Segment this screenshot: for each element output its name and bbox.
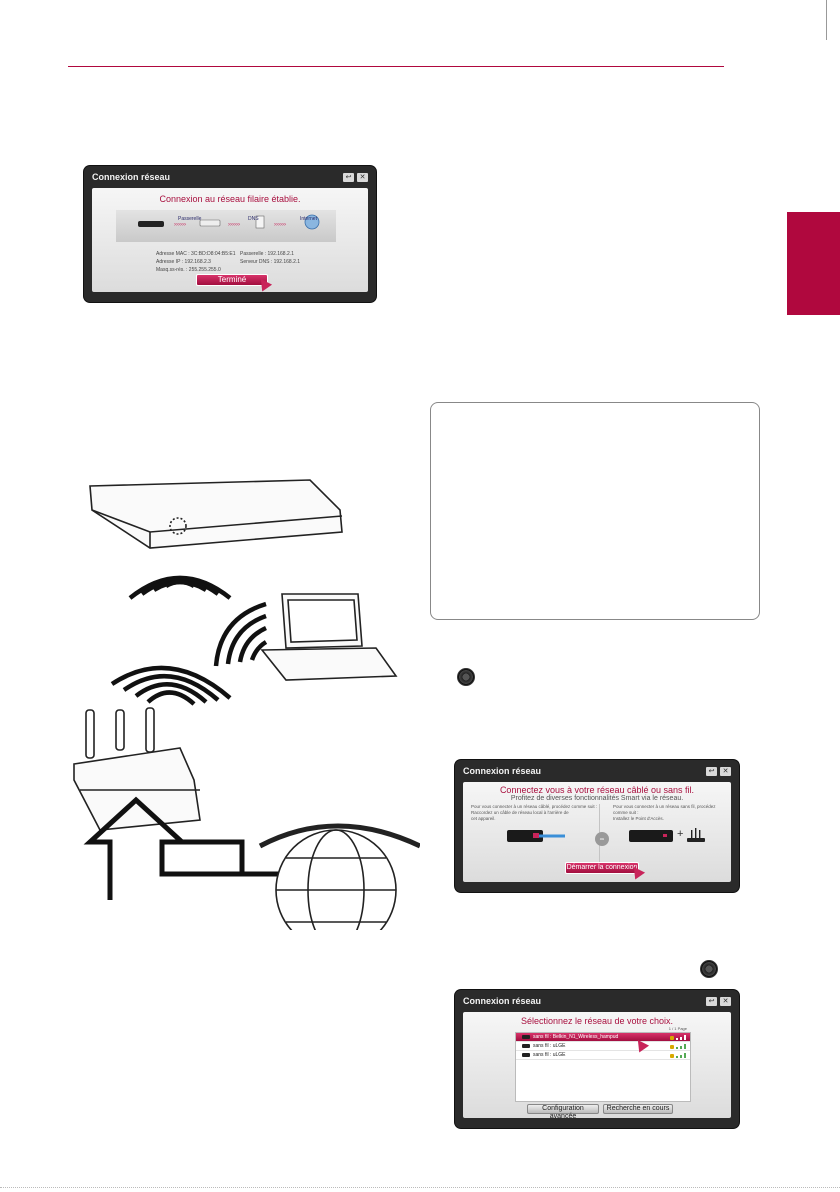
signal-bar [680,1036,682,1040]
network-row[interactable]: sans fil : uLGE [516,1051,690,1060]
wifi-waves-player [128,575,232,600]
signal-bar [684,1052,686,1058]
back-icon[interactable]: ↩ [706,766,717,776]
dialog-title: Connexion réseau [463,996,542,1006]
wired-instructions: Pour vous connecter à un réseau câblé, p… [471,804,597,822]
info-dns: Serveur DNS : 192.168.2.1 [240,259,301,265]
globe-icon [258,823,420,930]
player-power-icon [169,517,187,535]
dialog-title: Connexion réseau [92,172,171,182]
network-path-diagram: ›››››› ›››››› ›››››› [138,214,320,230]
dialog-body: Connexion au réseau filaire établie. ›››… [92,188,368,292]
lock-icon [670,1035,674,1040]
dns-device-icon [255,215,265,229]
wireless-player-ap-icon [629,828,705,842]
info-mac: Adresse MAC : 3C:BD:D8:04:B5:E1 [156,251,236,257]
dialog-heading: Connectez vous à votre réseau câblé ou s… [499,785,695,795]
back-icon[interactable]: ↩ [706,996,717,1006]
router-icon [73,707,201,831]
signal-bar [676,1046,678,1049]
network-name: sans fil : uLGE [533,1051,566,1058]
close-icon[interactable]: ✕ [720,766,731,776]
network-name: sans fil : Belkin_N1_Wireless_hampud [533,1033,619,1040]
lock-icon [670,1044,674,1049]
info-ip: Adresse IP : 192.168.2.3 [156,259,211,265]
signal-bar [680,1045,682,1049]
wifi-waves-laptop [213,601,268,667]
laptop-icon [260,593,398,681]
internet-globe-icon [304,214,320,230]
wireless-network-illustration [73,479,420,930]
network-status [670,1052,686,1058]
dialog-heading: Sélectionnez le réseau de votre choix. [520,1016,674,1026]
dialog-title: Connexion réseau [463,766,542,776]
network-status [670,1034,686,1040]
signal-bar [684,1034,686,1040]
network-info-left: Adresse MAC : 3C:BD:D8:04:B5:E1 Adresse … [156,250,235,274]
network-name: sans fil : uLGE [533,1042,566,1049]
plus-sign: + [677,828,684,840]
network-list: sans fil : Belkin_N1_Wireless_hampud san… [515,1032,691,1102]
advanced-settings-button[interactable]: Configuration avancée [527,1104,599,1120]
wired-instruction-line: cet appareil. [471,816,496,821]
path-arrow: ›››››› [228,222,240,228]
dialog-heading: Connexion au réseau filaire établie. [159,194,301,204]
footer-rule [0,1187,840,1188]
device-label-gateway: Passerelle [178,216,202,222]
signal-bar [680,1054,682,1058]
start-connection-button[interactable]: Démarrer la connexion [565,862,639,874]
device-label-dns: DNS [248,216,259,222]
lock-icon [670,1053,674,1058]
router-icon [522,1044,530,1048]
path-arrow: ›››››› [174,222,186,228]
router-icon [522,1035,530,1039]
network-info-right: Passerelle : 192.168.2.1 Serveur DNS : 1… [240,250,300,266]
path-arrow: ›››››› [274,222,286,228]
internet-uplink-arrow [83,796,286,900]
done-button[interactable]: Terminé [196,274,268,286]
player-device-outline [89,479,343,549]
gateway-device-icon [199,219,221,227]
close-icon[interactable]: ✕ [720,996,731,1006]
or-badge: ou [595,832,609,846]
step-disc-icon [457,668,475,686]
wireless-instruction-line: Pour vous connecter à un réseau sans fil… [613,804,716,815]
info-gateway: Passerelle : 192.168.2.1 [240,251,294,257]
margin-tick [826,0,827,40]
wired-connection-dialog: Connexion réseau ↩ ✕ Connexion au réseau… [84,166,376,302]
connection-start-dialog: Connexion réseau ↩ ✕ Connectez vous à vo… [455,760,739,892]
router-icon [522,1053,530,1057]
signal-bar [676,1037,678,1040]
page-indicator: 1 / 1 Page [668,1026,687,1031]
wireless-instruction-line: Installez le Point d'Accès. [613,816,664,821]
back-icon[interactable]: ↩ [343,172,354,182]
search-networks-button[interactable]: Recherche en cours [603,1104,673,1114]
wired-instruction-line: Raccordez un câble de réseau local à l'a… [471,810,569,815]
device-label-internet: Internet [300,216,317,222]
network-select-dialog: Connexion réseau ↩ ✕ Sélectionnez le rés… [455,990,739,1128]
network-row[interactable]: sans fil : Belkin_N1_Wireless_hampud [516,1033,690,1042]
wireless-instructions: Pour vous connecter à un réseau sans fil… [613,804,731,822]
chapter-tab [787,212,840,315]
network-row[interactable]: sans fil : uLGE [516,1042,690,1051]
step-disc-icon [700,960,718,978]
header-rule [68,66,724,67]
dialog-body: Sélectionnez le réseau de votre choix. 1… [463,1012,731,1120]
wifi-waves-router [110,665,232,706]
wired-player-icon [507,830,565,842]
dialog-body: Connectez vous à votre réseau câblé ou s… [463,782,731,882]
info-subnet: Masq.ss-rés. : 255.255.255.0 [156,267,221,273]
close-icon[interactable]: ✕ [357,172,368,182]
signal-bar [676,1055,678,1058]
signal-bar [684,1043,686,1049]
network-status [670,1043,686,1049]
note-box [430,402,760,620]
wired-instruction-line: Pour vous connecter à un réseau câblé, p… [471,804,598,809]
dialog-subheading: Profitez de diverses fonctionnalités Sma… [510,795,684,802]
player-device-icon [138,221,164,227]
